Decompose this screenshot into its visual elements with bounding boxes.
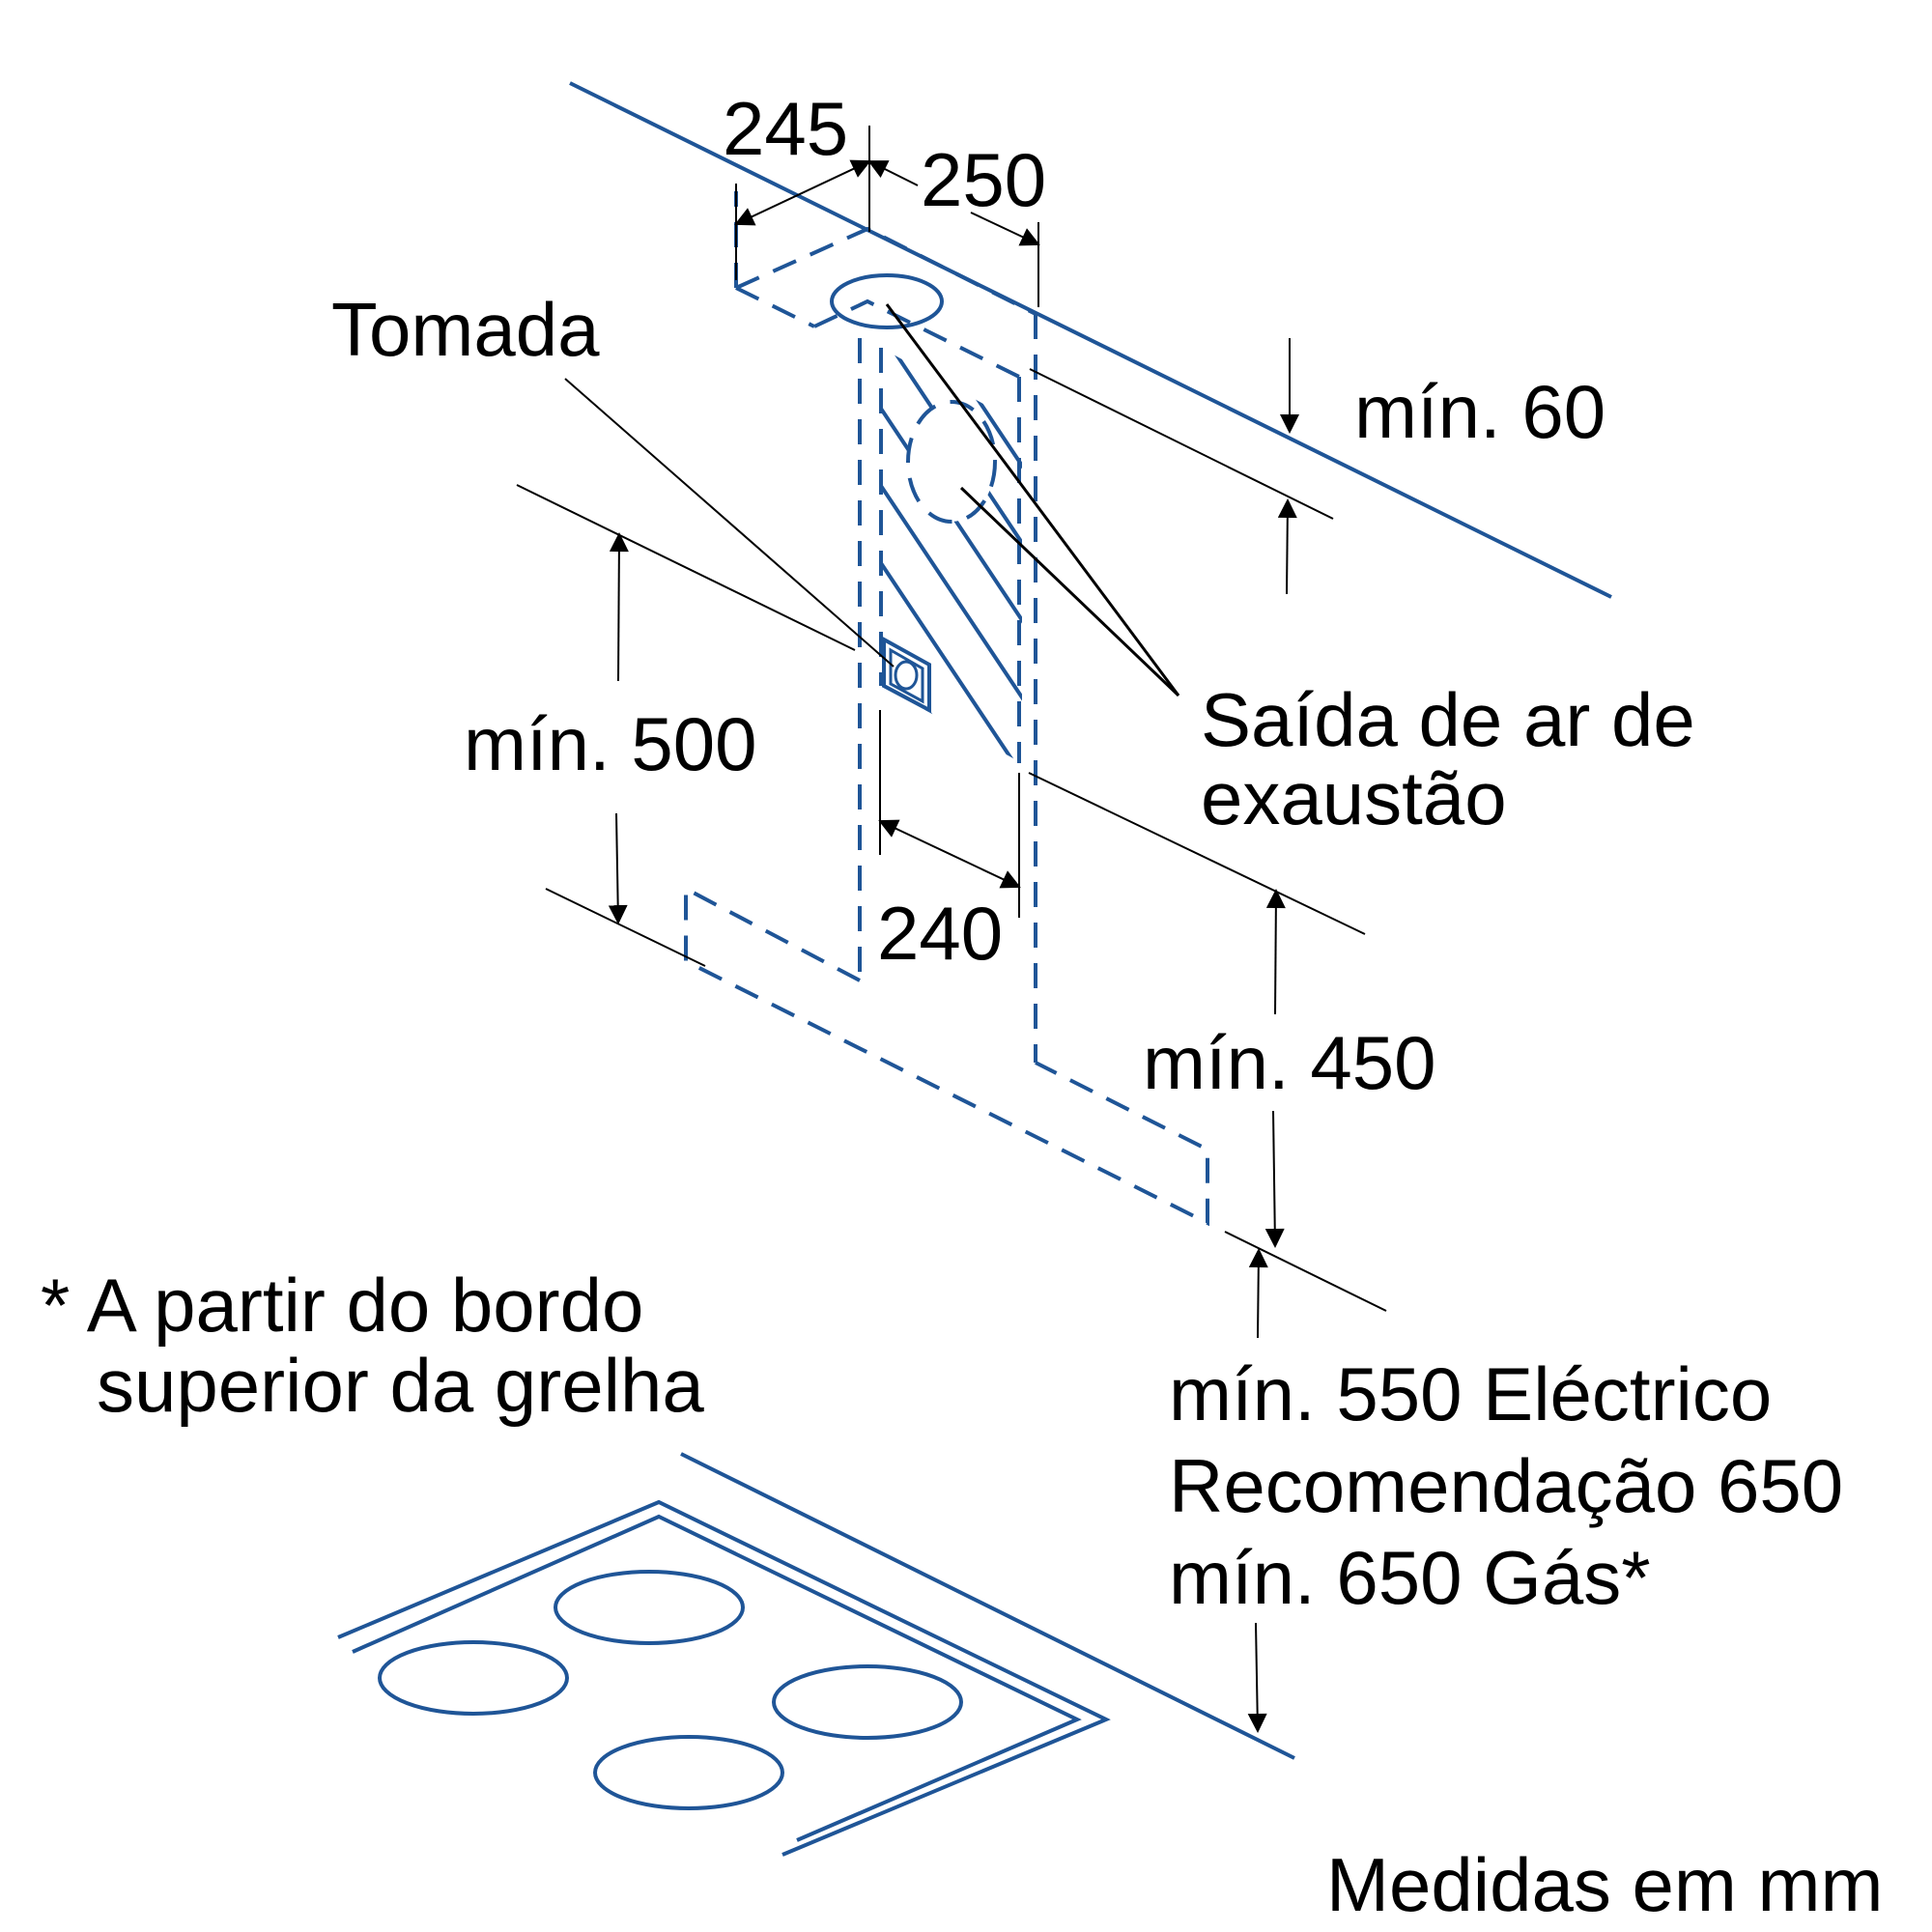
hob-height-line3: mín. 650 Gás*	[1169, 1535, 1651, 1620]
dim-245-label: 245	[723, 86, 848, 171]
min-450-label: mín. 450	[1143, 1020, 1436, 1105]
dimension-min-60	[1029, 338, 1334, 595]
dimension-min-500	[516, 484, 856, 967]
burner-icon	[593, 1735, 784, 1810]
air-outlet-label-line1: Saída de ar de	[1201, 677, 1695, 762]
burner-icon	[554, 1570, 745, 1645]
exhaust-hatched-area	[881, 348, 1022, 763]
dim-240-label: 240	[877, 891, 1003, 976]
dimension-240	[878, 710, 1021, 918]
dimension-245-250	[734, 126, 1040, 307]
burner-icon	[772, 1664, 963, 1740]
hob	[337, 1452, 1295, 1857]
dimension-min-450	[1028, 772, 1387, 1312]
leader-lines	[564, 303, 1180, 697]
dimension-hob-height	[1247, 1248, 1268, 1733]
chimney-body	[858, 314, 1037, 1063]
air-outlet-label-line2: exaustão	[1201, 755, 1507, 840]
burner-icon	[378, 1640, 569, 1716]
footnote-line2: superior da grelha	[97, 1343, 704, 1428]
duct-opening-ellipse	[830, 273, 944, 329]
dim-250-label: 250	[921, 137, 1046, 222]
hood-canopy-outline	[684, 885, 1209, 1227]
footnote-line1: * A partir do bordo	[41, 1263, 643, 1348]
hob-height-line1: mín. 550 Eléctrico	[1169, 1351, 1772, 1436]
min-500-label: mín. 500	[464, 701, 757, 786]
socket-label: Tomada	[331, 287, 600, 372]
units-label: Medidas em mm	[1326, 1842, 1883, 1927]
hob-height-line2: Recomendação 650	[1169, 1443, 1843, 1528]
air-outlet-circle	[906, 400, 997, 524]
socket-icon	[882, 636, 931, 714]
min-60-label: mín. 60	[1354, 369, 1605, 454]
